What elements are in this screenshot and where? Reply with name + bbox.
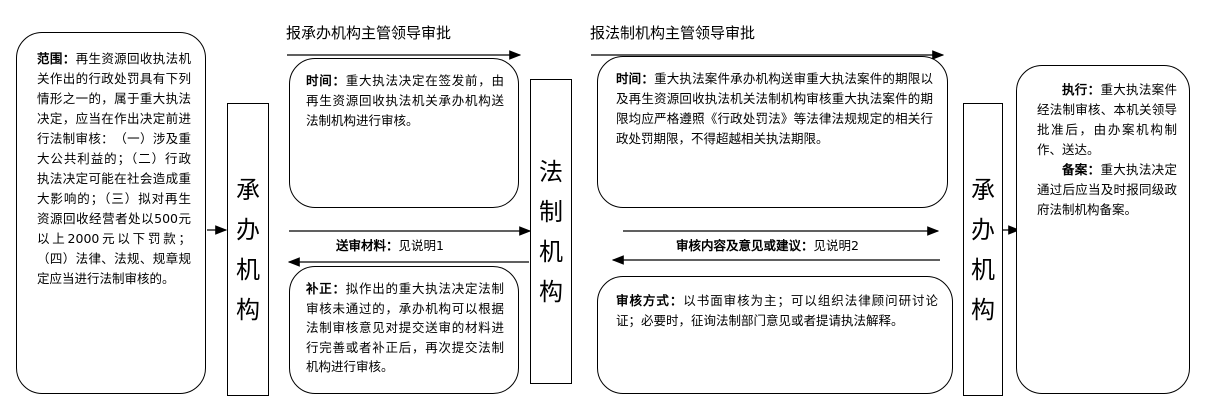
filing-label: 备案： (1062, 162, 1101, 177)
time-box-left: 时间：重大执法决定在签发前，由再生资源回收执法机关承办机构送法制机构进行审核。 (289, 58, 519, 208)
org-right-char: 承 (971, 175, 995, 204)
org-left-char: 构 (236, 295, 260, 324)
method-text: 以书面审核为主；可以组织法律顾问研讨论证；必要时，征询法制部门意见或者提请执法解… (616, 293, 938, 328)
org-right-char: 机 (971, 255, 995, 284)
supplement-label: 补正： (306, 281, 346, 296)
time2-label: 时间： (616, 71, 655, 86)
review-method-box: 审核方式：以书面审核为主；可以组织法律顾问研讨论证；必要时，征询法制部门意见或者… (597, 276, 953, 394)
execute-label: 执行： (1062, 82, 1101, 97)
org-box-right: 承 办 机 构 (963, 103, 1003, 396)
org-right-char: 办 (971, 215, 995, 244)
scope-label: 范围： (37, 51, 76, 66)
filing-paragraph: 备案：重大执法决定通过后应当及时报同级政府法制机构备案。 (1037, 160, 1177, 220)
org-left-char: 办 (236, 215, 260, 244)
org-mid-char: 机 (539, 237, 563, 266)
review-text: 见说明2 (813, 238, 859, 253)
org-mid-char: 法 (539, 157, 563, 186)
scope-text: 再生资源回收执法机关作出的行政处罚具有下列情形之一的，属于重大执法决定，应当在作… (37, 51, 191, 286)
time1-text: 重大执法决定在签发前，由再生资源回收执法机关承办机构送法制机构进行审核。 (306, 73, 504, 128)
submit-label: 送审材料： (336, 238, 399, 253)
time1-label: 时间： (306, 73, 346, 88)
review-label: 审核内容及意见或建议： (676, 238, 814, 253)
header-left-approval: 报承办机构主管领导审批 (286, 24, 452, 42)
org-mid-char: 制 (539, 197, 563, 226)
scope-box: 范围：再生资源回收执法机关作出的行政处罚具有下列情形之一的，属于重大执法决定，应… (16, 32, 206, 394)
submit-materials-label: 送审材料：见说明1 (336, 235, 444, 254)
header-right-approval: 报法制机构主管领导审批 (590, 24, 756, 42)
method-label: 审核方式： (616, 293, 684, 308)
org-right-char: 构 (971, 295, 995, 324)
execute-box: 执行：重大执法案件经法制审核、本机关领导批准后，由办案机构制作、送达。 备案：重… (1016, 65, 1190, 394)
org-left-char: 机 (236, 255, 260, 284)
org-box-left: 承 办 机 构 (227, 103, 269, 396)
supplement-box: 补正：拟作出的重大执法决定法制审核未通过的，承办机构可以根据法制审核意见对提交送… (289, 266, 519, 394)
org-mid-char: 构 (539, 277, 563, 306)
execute-text: 重大执法案件经法制审核、本机关领导批准后，由办案机构制作、送达。 (1037, 82, 1177, 157)
review-content-label: 审核内容及意见或建议：见说明2 (676, 235, 859, 254)
org-left-char: 承 (236, 175, 260, 204)
supplement-text: 拟作出的重大执法决定法制审核未通过的，承办机构可以根据法制审核意见对提交送审的材… (306, 281, 504, 374)
time2-text: 重大执法案件承办机构送审重大执法案件的期限以及再生资源回收执法机关法制机构审核重… (616, 71, 933, 146)
submit-text: 见说明1 (398, 238, 444, 253)
legal-org-box: 法 制 机 构 (530, 79, 572, 384)
filing-text: 重大执法决定通过后应当及时报同级政府法制机构备案。 (1037, 162, 1177, 217)
time-box-right: 时间：重大执法案件承办机构送审重大执法案件的期限以及再生资源回收执法机关法制机构… (597, 56, 948, 208)
execute-paragraph: 执行：重大执法案件经法制审核、本机关领导批准后，由办案机构制作、送达。 (1037, 80, 1177, 160)
